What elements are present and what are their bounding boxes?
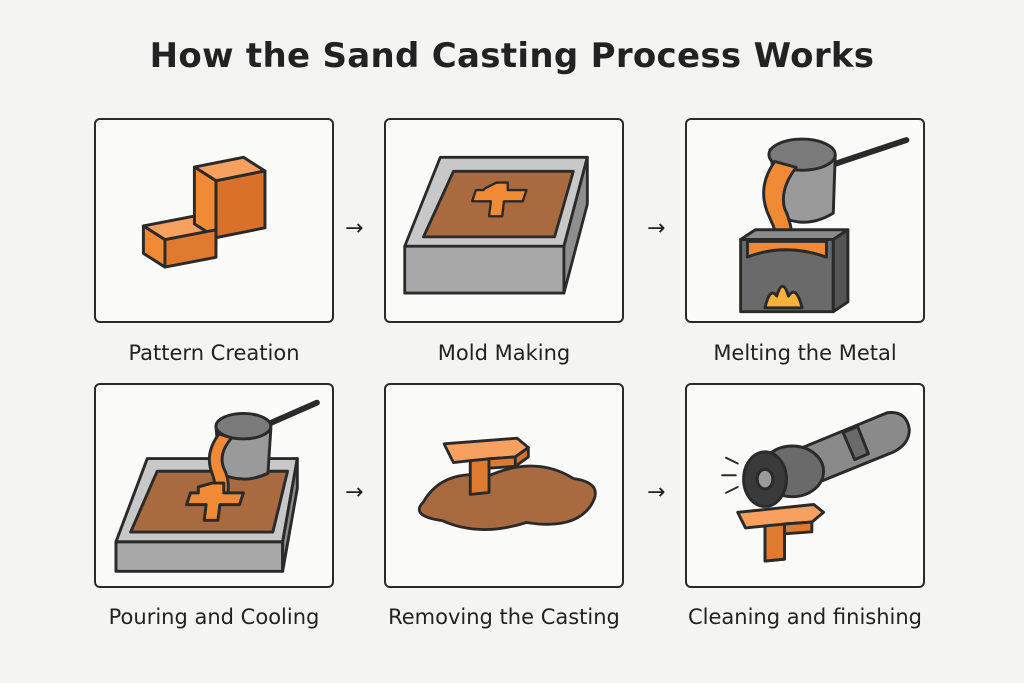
arrow-1-to-2: → xyxy=(345,216,364,241)
arrow-5-to-6: → xyxy=(647,480,666,505)
step-panel-removing-the-casting xyxy=(384,383,624,588)
step-label-pouring-and-cooling: Pouring and Cooling xyxy=(108,605,320,629)
step-label-melting-the-metal: Melting the Metal xyxy=(713,341,897,365)
pattern-block-icon xyxy=(141,155,267,269)
step-panel-melting-the-metal xyxy=(685,118,925,323)
step-label-pattern-creation: Pattern Creation xyxy=(128,341,300,365)
casting-in-sand-icon xyxy=(417,436,597,531)
sand-mold-icon xyxy=(403,155,589,295)
page-title: How the Sand Casting Process Works xyxy=(149,36,875,76)
step-panel-cleaning-and-finishing xyxy=(685,383,925,588)
step-label-removing-the-casting: Removing the Casting xyxy=(388,605,620,629)
arrow-2-to-3: → xyxy=(647,216,666,241)
step-panel-pouring-and-cooling xyxy=(94,383,334,588)
grinder-icon xyxy=(721,411,911,563)
step-label-mold-making: Mold Making xyxy=(437,341,571,365)
step-panel-pattern-creation xyxy=(94,118,334,323)
arrow-4-to-5: → xyxy=(345,480,364,505)
pouring-ladle-icon xyxy=(114,399,320,573)
furnace-ladle-icon xyxy=(739,137,910,314)
step-label-cleaning-and-finishing: Cleaning and finishing xyxy=(687,605,923,629)
step-panel-mold-making xyxy=(384,118,624,323)
